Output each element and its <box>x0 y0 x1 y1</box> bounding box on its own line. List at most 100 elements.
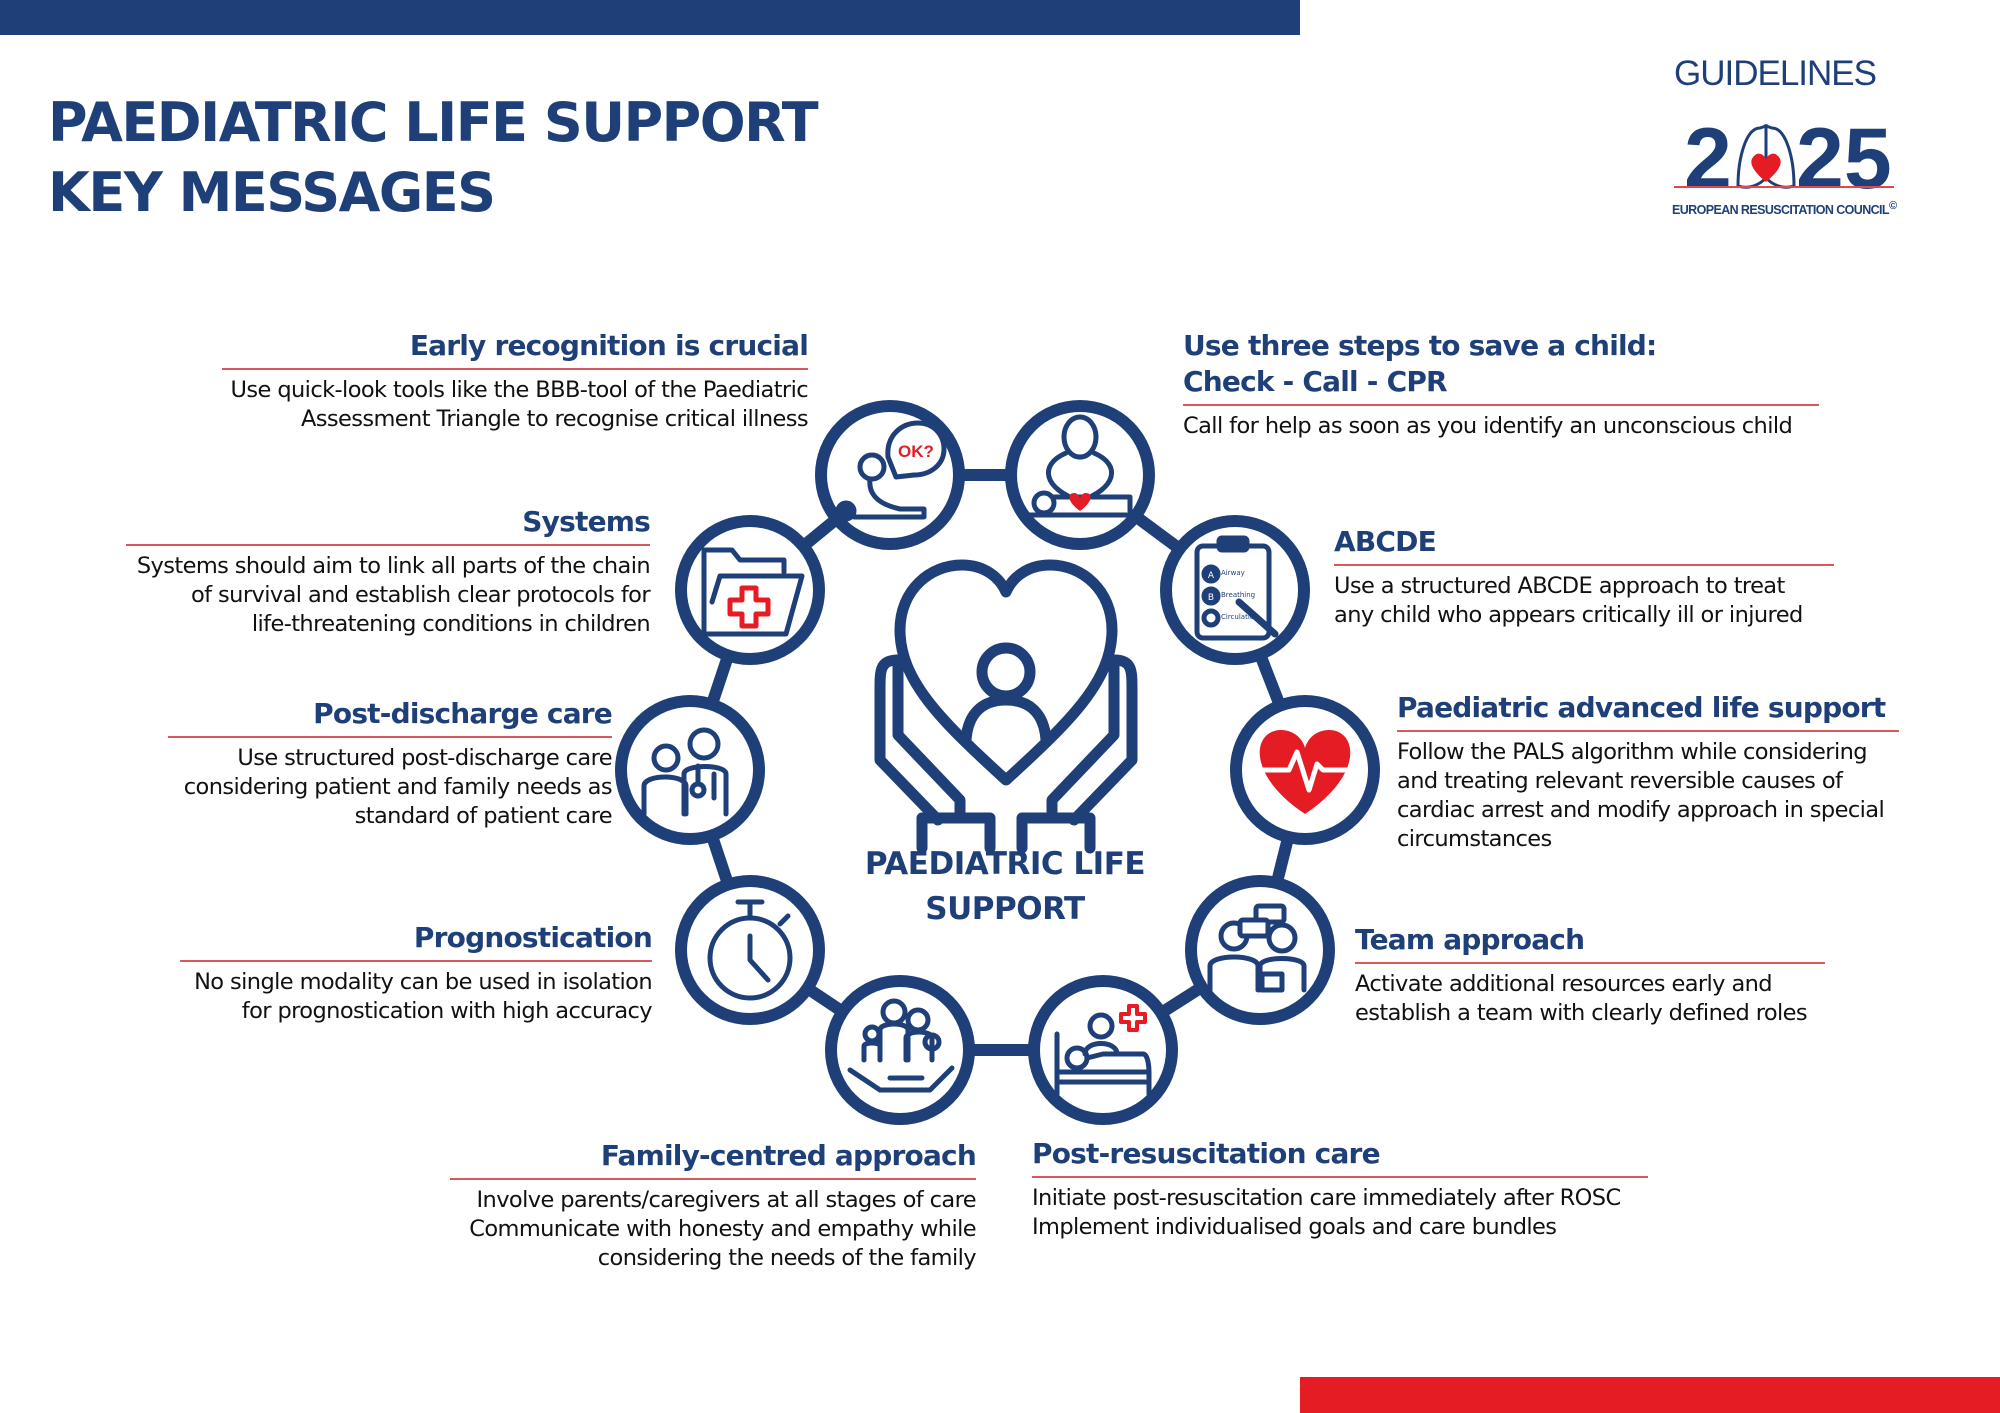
patient-doctor-icon <box>641 727 729 817</box>
message-early-recognition: Early recognition is crucial Use quick-l… <box>222 328 809 434</box>
message-text-line: Follow the PALS algorithm while consider… <box>1397 739 1868 765</box>
message-text-line: life-threatening conditions in children <box>251 611 651 637</box>
ring-node-early-recognition: OK? <box>815 400 965 550</box>
message-divider <box>168 736 612 738</box>
svg-text:B: B <box>1208 593 1214 603</box>
ring-node-post-discharge <box>615 695 765 845</box>
child-ok-check-icon: OK? <box>835 420 947 522</box>
message-text-line: establish a team with clearly defined ro… <box>1355 1000 1808 1026</box>
message-divider <box>1355 962 1825 964</box>
message-heading-line2: Check - Call - CPR <box>1183 365 1448 398</box>
message-text-line: for prognostication with high accuracy <box>241 998 653 1024</box>
message-text-line: of survival and establish clear protocol… <box>191 582 651 608</box>
message-heading: Systems <box>522 505 651 538</box>
logo-year: 2 25 <box>1684 111 1892 198</box>
message-text-line: No single modality can be used in isolat… <box>194 969 653 995</box>
svg-text:Circulation: Circulation <box>1221 613 1259 621</box>
team-discussion-icon <box>1207 903 1307 993</box>
message-heading: Use three steps to save a child: <box>1183 329 1657 362</box>
message-text-line: and treating relevant reversible causes … <box>1397 768 1843 794</box>
message-heading: Post-resuscitation care <box>1032 1137 1381 1170</box>
message-text-line: considering the needs of the family <box>597 1245 977 1271</box>
message-text-line: Communicate with honesty and empathy whi… <box>469 1216 976 1242</box>
message-divider <box>126 544 650 546</box>
ring-node-post-resuscitation <box>1028 975 1178 1125</box>
message-pals: Paediatric advanced life support Follow … <box>1397 690 1899 854</box>
message-heading: Prognostication <box>413 921 653 954</box>
message-divider <box>1183 404 1819 406</box>
message-team: Team approach Activate additional resour… <box>1355 922 1825 1028</box>
logo-year-right: 25 <box>1796 111 1892 198</box>
hands-holding-heart-child-icon <box>874 559 1138 854</box>
message-divider <box>450 1178 976 1180</box>
svg-text:Breathing: Breathing <box>1221 591 1255 599</box>
message-text-line: standard of patient care <box>354 803 613 829</box>
logo-organisation: EUROPEAN RESUSCITATION COUNCIL© <box>1672 200 1897 218</box>
message-text-line: Call for help as soon as you identify an… <box>1183 413 1793 439</box>
message-three-steps: Use three steps to save a child: Check -… <box>1183 328 1819 441</box>
top-accent-bar <box>0 0 1300 35</box>
copyright-mark: © <box>1888 200 1897 212</box>
page-title: PAEDIATRIC LIFE SUPPORT KEY MESSAGES <box>48 88 819 228</box>
bottom-accent-bar <box>1300 1377 2000 1413</box>
message-heading: Team approach <box>1355 923 1585 956</box>
message-text-line: Assessment Triangle to recognise critica… <box>300 406 809 432</box>
logo-organisation-text: EUROPEAN RESUSCITATION COUNCIL <box>1672 203 1890 218</box>
medical-folder-icon <box>701 547 805 637</box>
message-divider <box>1334 564 1834 566</box>
message-prognostication: Prognostication No single modality can b… <box>180 920 653 1026</box>
svg-text:A: A <box>1208 571 1215 581</box>
ring-node-three-steps <box>1005 400 1155 550</box>
cpr-icon <box>1027 414 1139 518</box>
message-divider <box>180 960 652 962</box>
logo-guidelines-text: GUIDELINES <box>1674 54 1877 93</box>
message-text-line: Use quick-look tools like the BBB-tool o… <box>230 377 809 403</box>
stopwatch-icon <box>707 899 793 1001</box>
message-family-centred: Family-centred approach Involve parents/… <box>450 1138 977 1273</box>
page-title-line1: PAEDIATRIC LIFE SUPPORT <box>48 91 819 154</box>
ring-node-circle <box>815 400 965 550</box>
message-text-line: Involve parents/caregivers at all stages… <box>476 1187 977 1213</box>
message-text-line: Use a structured ABCDE approach to treat <box>1334 573 1785 599</box>
ring-node-pals <box>1230 695 1380 845</box>
heart-ecg-icon <box>1259 730 1351 814</box>
center-label: PAEDIATRIC LIFE SUPPORT <box>864 846 1146 927</box>
message-text-line: cardiac arrest and modify approach in sp… <box>1397 797 1885 823</box>
message-post-resuscitation: Post-resuscitation care Initiate post-re… <box>1032 1136 1648 1242</box>
message-heading: Family-centred approach <box>600 1139 977 1172</box>
ring-node-circle <box>1005 400 1155 550</box>
message-abcde: ABCDE Use a structured ABCDE approach to… <box>1334 524 1834 630</box>
message-heading: Paediatric advanced life support <box>1397 691 1886 724</box>
ring-node-systems <box>675 515 825 665</box>
svg-text:OK?: OK? <box>898 442 934 461</box>
hospital-bed-icon <box>1054 1004 1152 1097</box>
ring-node-family-centred <box>825 975 975 1125</box>
message-text-line: any child who appears critically ill or … <box>1334 602 1803 628</box>
message-heading: ABCDE <box>1334 525 1437 558</box>
page-title-line2: KEY MESSAGES <box>48 161 496 224</box>
message-text-line: Use structured post-discharge care <box>237 745 612 771</box>
message-text-line: circumstances <box>1397 826 1552 852</box>
message-divider <box>1032 1176 1648 1178</box>
family-in-hand-icon <box>847 998 955 1093</box>
svg-text:Airway: Airway <box>1221 569 1245 577</box>
logo-year-left: 2 <box>1684 111 1732 198</box>
ring-node-prognostication <box>675 875 825 1025</box>
ring-node-circle <box>1185 875 1335 1025</box>
message-text-line: Systems should aim to link all parts of … <box>136 553 651 579</box>
ring-node-team <box>1185 875 1335 1025</box>
guidelines-2025-logo: GUIDELINES 2 25 EUROPEAN RESUSCITATION C… <box>1660 50 1900 225</box>
message-divider <box>1397 730 1899 732</box>
message-post-discharge: Post-discharge care Use structured post-… <box>168 696 613 831</box>
message-heading: Early recognition is crucial <box>409 329 809 362</box>
message-systems: Systems Systems should aim to link all p… <box>126 504 651 639</box>
message-text-line: considering patient and family needs as <box>183 774 613 800</box>
message-divider <box>222 368 808 370</box>
message-text-line: Activate additional resources early and <box>1355 971 1773 997</box>
logo-divider <box>1674 186 1894 188</box>
message-text-line: Implement individualised goals and care … <box>1032 1214 1557 1240</box>
